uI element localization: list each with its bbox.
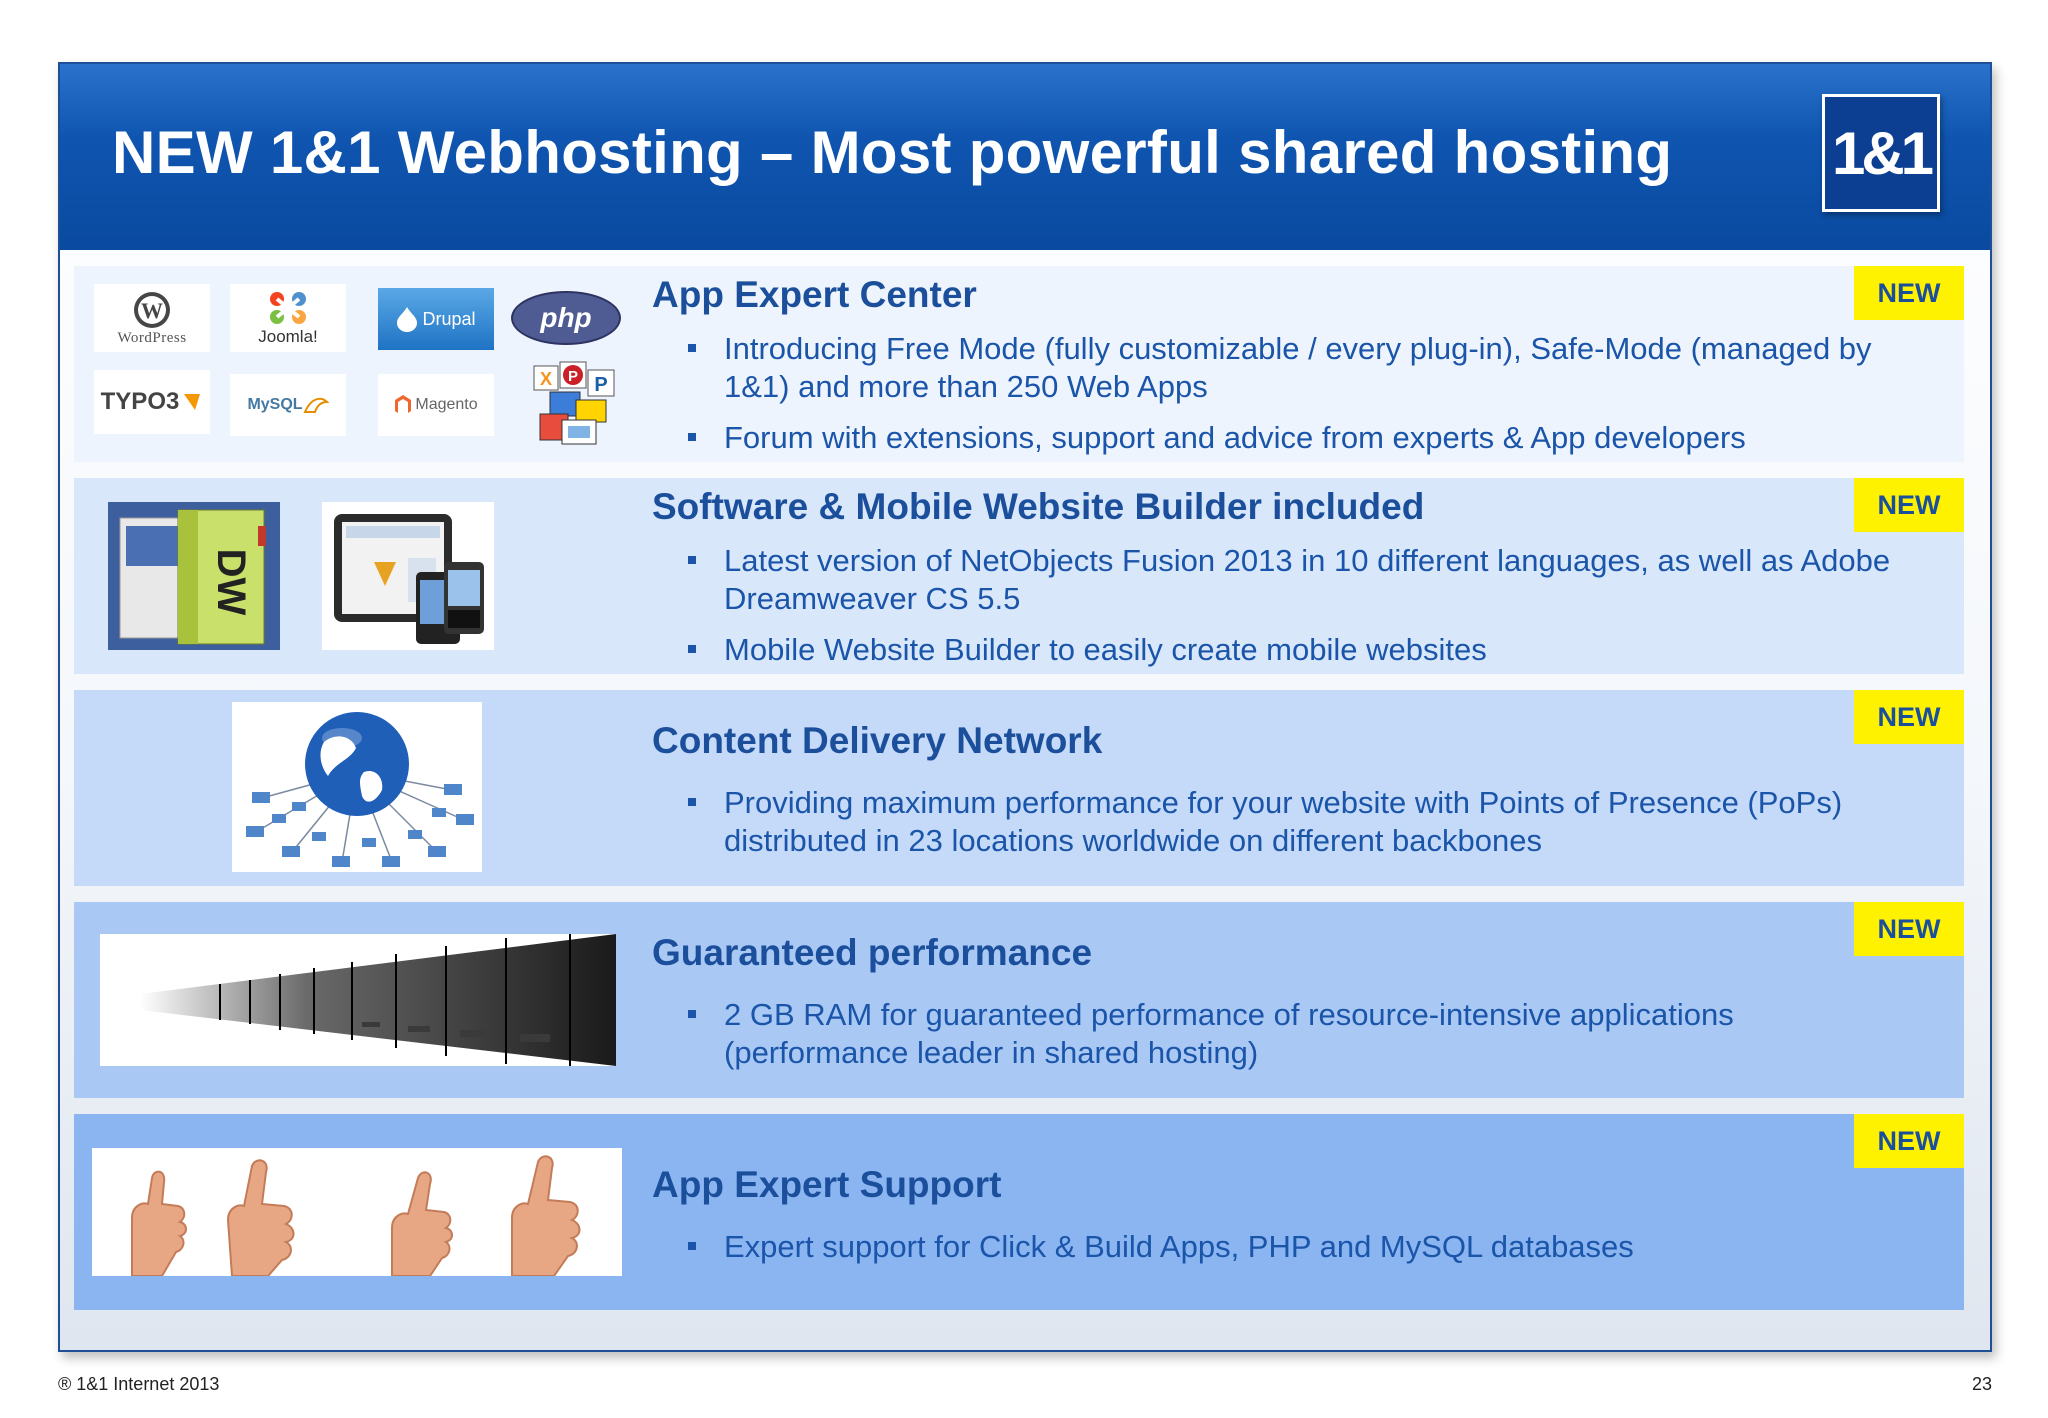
software-box-icon: DW <box>108 502 280 650</box>
typo3-icon <box>184 394 201 410</box>
php-logo: php <box>510 290 622 346</box>
bullet-marker <box>688 1010 696 1018</box>
bullet-item: Providing maximum performance for your w… <box>652 784 1894 860</box>
typo3-label: TYPO3 <box>100 388 180 415</box>
bullet-marker <box>688 433 696 441</box>
thumbs-up-icon <box>92 1148 622 1276</box>
bullet-marker <box>688 344 696 352</box>
section-title: App Expert Support <box>652 1164 1002 1205</box>
bullet-list: Latest version of NetObjects Fusion 2013… <box>652 542 1894 682</box>
bullet-item: Introducing Free Mode (fully customizabl… <box>652 330 1894 406</box>
new-badge: NEW <box>1854 266 1964 320</box>
mobile-devices-image <box>322 502 494 650</box>
section-guaranteed-performance: Guaranteed performance 2 GB RAM for guar… <box>74 902 1964 1098</box>
drupal-logo: Drupal <box>378 288 494 350</box>
bullet-text: Mobile Website Builder to easily create … <box>724 632 1487 667</box>
joomla-logo: Joomla! <box>230 284 346 352</box>
bullet-marker <box>688 645 696 653</box>
drupal-drop-icon <box>397 307 418 332</box>
new-badge: NEW <box>1854 1114 1964 1168</box>
tablet-phone-icon <box>334 514 484 644</box>
new-badge: NEW <box>1854 902 1964 956</box>
mysql-label: MySQL <box>247 396 303 413</box>
svg-text:X: X <box>540 369 552 389</box>
drupal-label: Drupal <box>422 308 476 329</box>
apps-collage-icon: X P P <box>533 361 615 445</box>
bullet-list: 2 GB RAM for guaranteed performance of r… <box>652 996 1894 1085</box>
bullet-marker <box>688 556 696 564</box>
wordpress-logo: W WordPress <box>94 284 210 352</box>
bullet-item: Mobile Website Builder to easily create … <box>652 631 1894 669</box>
typo3-logo: TYPO3 <box>94 370 210 434</box>
software-box-image: DW <box>108 502 280 650</box>
bullet-text: Introducing Free Mode (fully customizabl… <box>724 331 1872 404</box>
bullet-item: Forum with extensions, support and advic… <box>652 419 1894 457</box>
mysql-logo: MySQL <box>230 374 346 436</box>
bullet-text: Expert support for Click & Build Apps, P… <box>724 1229 1634 1264</box>
php-label: php <box>540 302 592 333</box>
svg-text:P: P <box>594 374 607 396</box>
bullet-item: Latest version of NetObjects Fusion 2013… <box>652 542 1894 618</box>
bullet-text: Latest version of NetObjects Fusion 2013… <box>724 543 1891 616</box>
slide-title: NEW 1&1 Webhosting – Most powerful share… <box>112 119 1673 186</box>
section-title: Guaranteed performance <box>652 932 1093 973</box>
bullet-text: Providing maximum performance for your w… <box>724 785 1843 858</box>
bullet-text: 2 GB RAM for guaranteed performance of r… <box>724 997 1734 1070</box>
svg-text:DW: DW <box>209 549 253 616</box>
section-app-expert-center: W WordPress Joomla! Drupal php TYPO3 MyS… <box>74 266 1964 462</box>
joomla-icon <box>270 292 306 324</box>
wordpress-label: WordPress <box>117 329 187 346</box>
section-title: Software & Mobile Website Builder includ… <box>652 486 1425 527</box>
server-rack-image <box>100 934 616 1066</box>
bullet-list: Providing maximum performance for your w… <box>652 784 1894 873</box>
globe-network-icon <box>246 712 474 867</box>
thumbs-up-image <box>92 1148 622 1276</box>
bullet-marker <box>688 798 696 806</box>
slide-header: NEW 1&1 Webhosting – Most powerful share… <box>60 64 1990 250</box>
new-badge: NEW <box>1854 690 1964 744</box>
page-number: 23 <box>1972 1374 1993 1394</box>
joomla-label: Joomla! <box>258 327 318 346</box>
magento-logo: Magento <box>378 374 494 436</box>
section-title: App Expert Center <box>652 274 977 315</box>
globe-network-image <box>232 702 482 872</box>
section-title: Content Delivery Network <box>652 720 1103 761</box>
section-content-delivery-network: Content Delivery Network Providing maxim… <box>74 690 1964 886</box>
bullet-item: 2 GB RAM for guaranteed performance of r… <box>652 996 1894 1072</box>
wordpress-icon: W <box>134 291 170 328</box>
section-app-expert-support: App Expert Support Expert support for Cl… <box>74 1114 1964 1310</box>
svg-text:P: P <box>568 368 578 385</box>
bullet-list: Introducing Free Mode (fully customizabl… <box>652 330 1894 470</box>
svg-text:W: W <box>141 298 163 323</box>
brand-logo: 1&1 <box>1822 94 1940 212</box>
magento-icon <box>395 395 412 413</box>
footer-copyright: ® 1&1 Internet 2013 <box>58 1374 220 1394</box>
magento-label: Magento <box>415 396 478 413</box>
mysql-dolphin-icon <box>303 397 329 413</box>
php-oval: php <box>511 291 621 345</box>
app-icons-collage: X P P <box>532 360 616 446</box>
bullet-text: Forum with extensions, support and advic… <box>724 420 1746 455</box>
bullet-marker <box>688 1242 696 1250</box>
server-racks-icon <box>100 934 616 1066</box>
section-website-builder: DW Software & Mobile Website Builder inc… <box>74 478 1964 674</box>
bullet-list: Expert support for Click & Build Apps, P… <box>652 1228 1894 1279</box>
bullet-item: Expert support for Click & Build Apps, P… <box>652 1228 1894 1266</box>
new-badge: NEW <box>1854 478 1964 532</box>
